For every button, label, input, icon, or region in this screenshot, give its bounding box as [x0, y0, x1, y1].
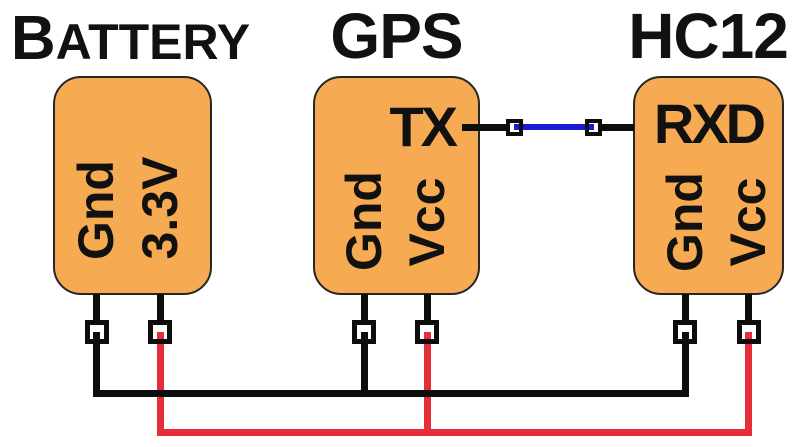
hc12-module-box — [633, 76, 784, 295]
gps-tx-wire-segment — [462, 124, 508, 131]
tx-rxd-data-wire — [514, 124, 594, 130]
battery-module-box — [53, 76, 212, 295]
hc12-gnd-wire-upper — [682, 294, 689, 321]
gps-gnd-wire-lower — [361, 332, 368, 397]
gps-vcc-wire-upper — [424, 294, 431, 321]
gps-title: GPS — [330, 0, 463, 72]
battery-gnd-connector-square — [85, 320, 109, 344]
hc12-vcc-connector-square — [737, 320, 761, 344]
gps-vcc-wire-lower — [424, 332, 431, 436]
hc12-vcc-wire-upper — [745, 294, 752, 321]
hc12-title: HC12 — [628, 0, 789, 72]
hc12-gnd-wire-lower — [682, 332, 689, 397]
ground-bus-wire — [93, 390, 689, 397]
hc12-vcc-wire-lower — [745, 332, 752, 436]
power-bus-wire — [157, 429, 752, 436]
battery-gnd-wire-lower — [93, 332, 100, 397]
tx-connector-square — [506, 119, 523, 136]
hc12-gnd-connector-square — [673, 320, 697, 344]
battery-3v3-wire-lower — [157, 332, 164, 436]
gps-gnd-pin-label: Gnd — [336, 171, 392, 271]
battery-title: BATTERY — [10, 4, 251, 73]
battery-gnd-wire-upper — [93, 294, 100, 321]
hc12-gnd-pin-label: Gnd — [657, 172, 713, 272]
hc12-vcc-pin-label: Vcc — [720, 177, 776, 267]
gps-tx-pin-label: TX — [389, 95, 458, 158]
gps-module-box — [313, 76, 480, 295]
gps-gnd-connector-square — [352, 320, 376, 344]
hc12-rxd-wire-segment — [599, 124, 634, 131]
hc12-rxd-pin-label: RXD — [653, 92, 766, 155]
gps-gnd-wire-upper — [361, 294, 368, 321]
gps-vcc-pin-label: Vcc — [399, 177, 455, 267]
battery-gnd-pin-label: Gnd — [68, 160, 124, 260]
rxd-connector-square — [585, 119, 602, 136]
gps-vcc-connector-square — [415, 320, 439, 344]
battery-3v3-pin-label: 3.3V — [132, 156, 188, 260]
battery-3v3-wire-upper — [157, 294, 164, 321]
battery-3v3-connector-square — [148, 320, 172, 344]
